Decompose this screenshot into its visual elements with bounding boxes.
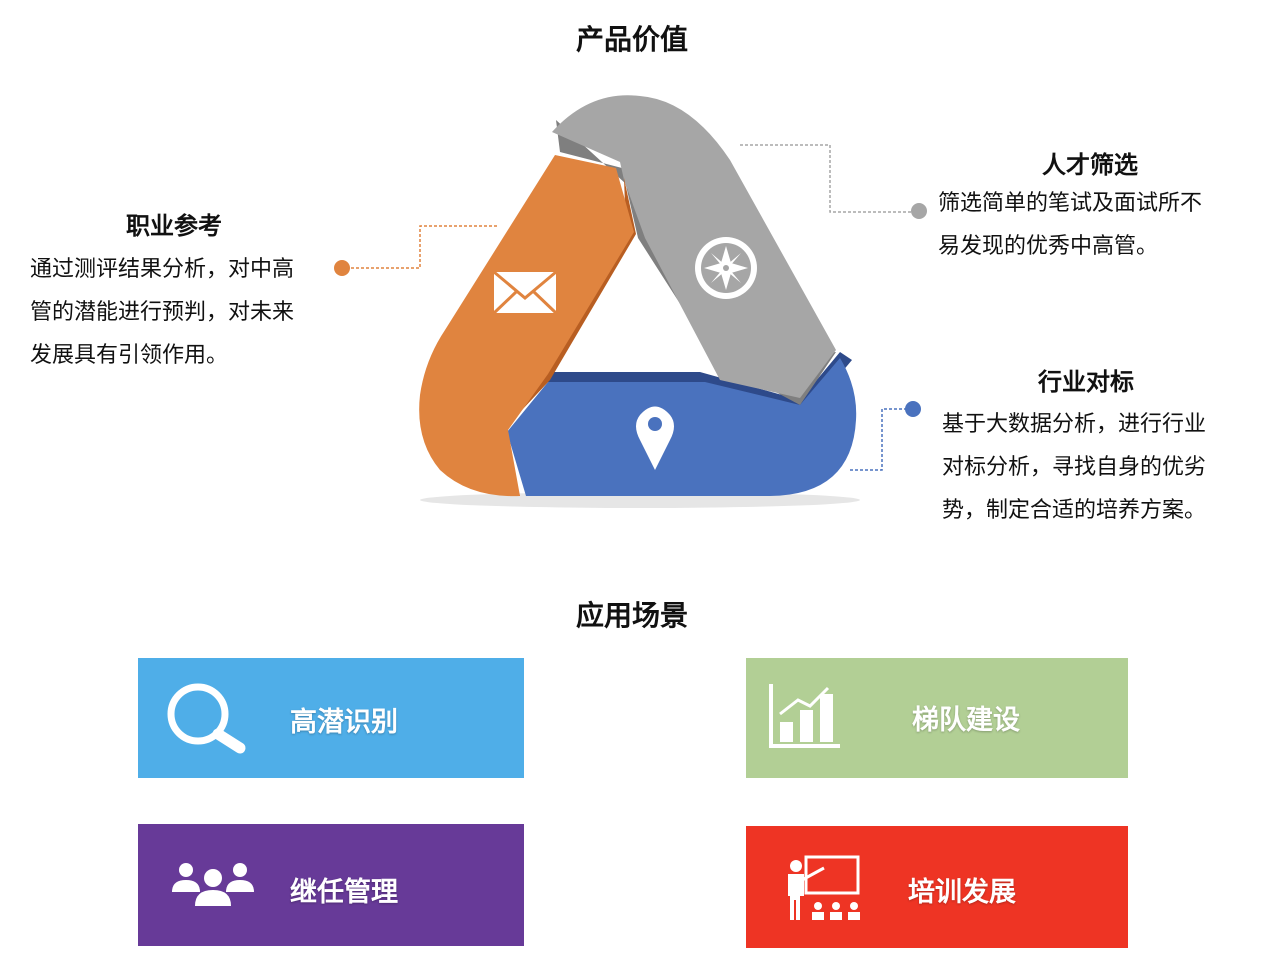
career-line: 通过测评结果分析，对中高	[30, 257, 295, 282]
teacher-board-icon	[788, 855, 860, 920]
benchmark-line: 对标分析，寻找自身的优劣	[942, 455, 1207, 480]
benchmark-connector	[850, 401, 921, 471]
career-line: 管的潜能进行预判，对未来	[30, 300, 295, 325]
envelope-icon	[492, 270, 558, 315]
industry-benchmark-text: 基于大数据分析，进行行业 对标分析，寻找自身的优劣 势，制定合适的培养方案。	[942, 403, 1242, 532]
orange-segment	[419, 155, 634, 497]
talent-screening-heading: 人才筛选	[1042, 151, 1138, 179]
bench-building-label: 梯队建设	[912, 705, 1020, 736]
gray-segment	[552, 95, 836, 398]
compass-icon	[695, 237, 757, 299]
career-reference-heading: 职业参考	[126, 212, 222, 240]
succession-management-tile[interactable]: 继任管理	[138, 824, 524, 946]
training-development-label: 培训发展	[908, 877, 1016, 908]
magnifier-icon	[167, 683, 246, 754]
training-development-tile[interactable]: 培训发展	[746, 826, 1128, 948]
talent-line: 易发现的优秀中高管。	[938, 234, 1159, 259]
benchmark-line: 势，制定合适的培养方案。	[942, 498, 1207, 523]
product-value-title: 产品价值	[575, 23, 688, 56]
scenarios-title: 应用场景	[575, 599, 688, 632]
career-reference-text: 通过测评结果分析，对中高 管的潜能进行预判，对未来 发展具有引领作用。	[30, 248, 330, 377]
high-potential-label: 高潜识别	[290, 707, 398, 738]
bar-chart-icon	[769, 684, 840, 748]
career-connector	[334, 225, 497, 276]
industry-benchmark-heading: 行业对标	[1038, 368, 1134, 396]
talent-screening-text: 筛选简单的笔试及面试所不 易发现的优秀中高管。	[938, 182, 1238, 268]
succession-management-label: 继任管理	[290, 877, 398, 908]
benchmark-line: 基于大数据分析，进行行业	[942, 412, 1207, 437]
map-pin-icon	[636, 406, 674, 470]
people-group-icon	[172, 863, 254, 906]
value-triangle-diagram	[334, 95, 927, 508]
career-line: 发展具有引领作用。	[30, 343, 229, 368]
blue-segment-top-face	[548, 352, 852, 410]
talent-connector	[740, 144, 927, 219]
bench-building-tile[interactable]: 梯队建设	[746, 658, 1128, 778]
high-potential-tile[interactable]: 高潜识别	[138, 658, 524, 778]
blue-segment	[507, 358, 857, 496]
talent-line: 筛选简单的笔试及面试所不	[938, 191, 1203, 216]
